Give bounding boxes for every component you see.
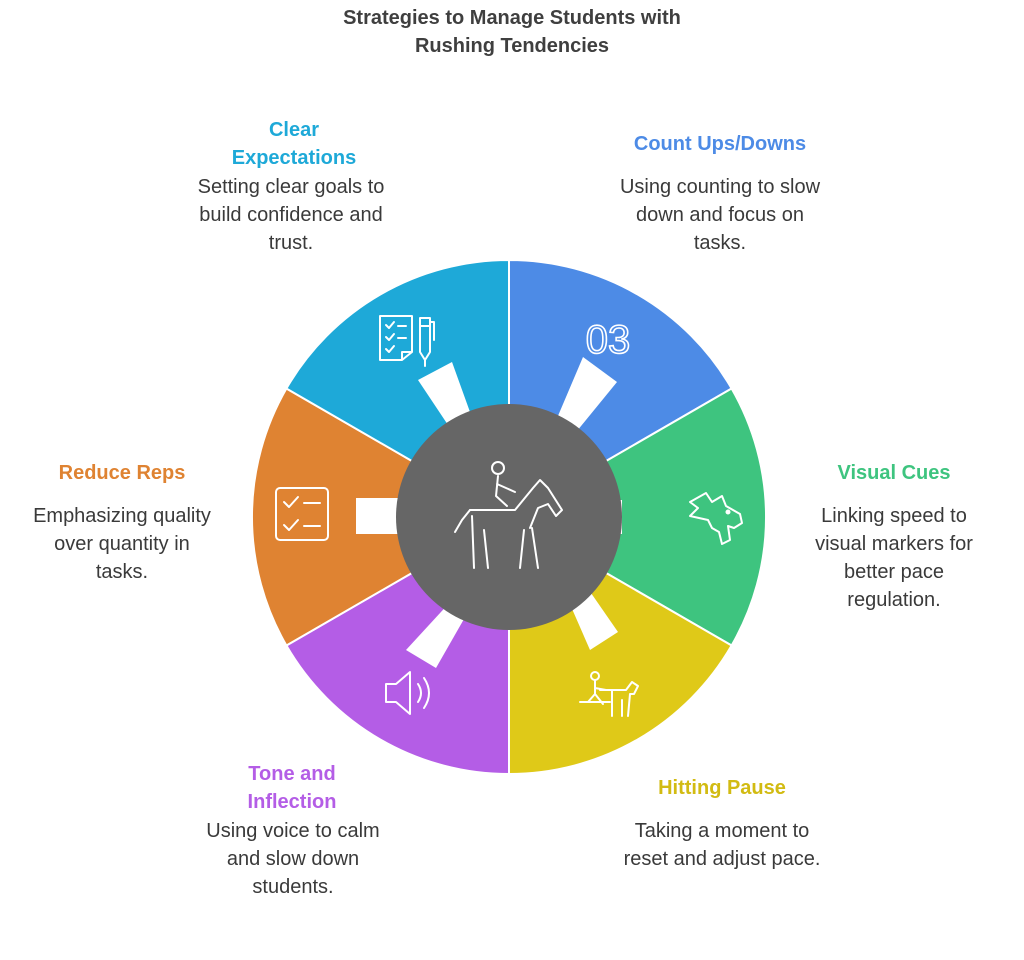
segment-desc-hitting-pause: Taking a moment to reset and adjust pace… [623,820,821,870]
segment-title-clear-expectations: Clear Expectations [231,119,357,169]
segment-desc-visual-cues: Linking speed to visual markers for bett… [815,505,973,611]
segment-desc-count-ups-downs: Using counting to slow down and focus on… [619,176,821,254]
segment-title-tone-and-inflection: Tone and Inflection [247,763,337,813]
segment-notch [356,498,398,534]
segment-title-hitting-pause: Hitting Pause [658,777,786,799]
animal-head-icon [689,492,743,545]
segment-tone-and-inflection [285,564,510,776]
checklist-pen-icon [379,315,435,367]
segment-desc-tone-and-inflection: Using voice to calm and slow down studen… [206,820,380,898]
segment-notch [406,600,468,668]
segment-notch [418,362,470,425]
diagram-title: Strategies to Manage Students with Rushi… [343,7,681,57]
counter-icon: 03 [586,318,631,362]
segment-title-reduce-reps: Reduce Reps [58,462,186,484]
person-grooming-horse-icon [579,671,639,717]
segment-notch [552,357,617,442]
checklist-icon [275,487,329,541]
center-hub [396,404,622,630]
speaker-icon [385,671,430,715]
horse-rider-icon [454,461,563,569]
segment-desc-reduce-reps: Emphasizing quality over quantity in tas… [33,505,211,583]
center-circle [396,404,622,630]
segment-title-visual-cues: Visual Cues [837,462,951,484]
segment-desc-clear-expectations: Setting clear goals to build confidence … [197,176,385,254]
segment-reduce-reps [251,387,426,647]
segment-title-count-ups-downs: Count Ups/Downs [633,133,807,155]
